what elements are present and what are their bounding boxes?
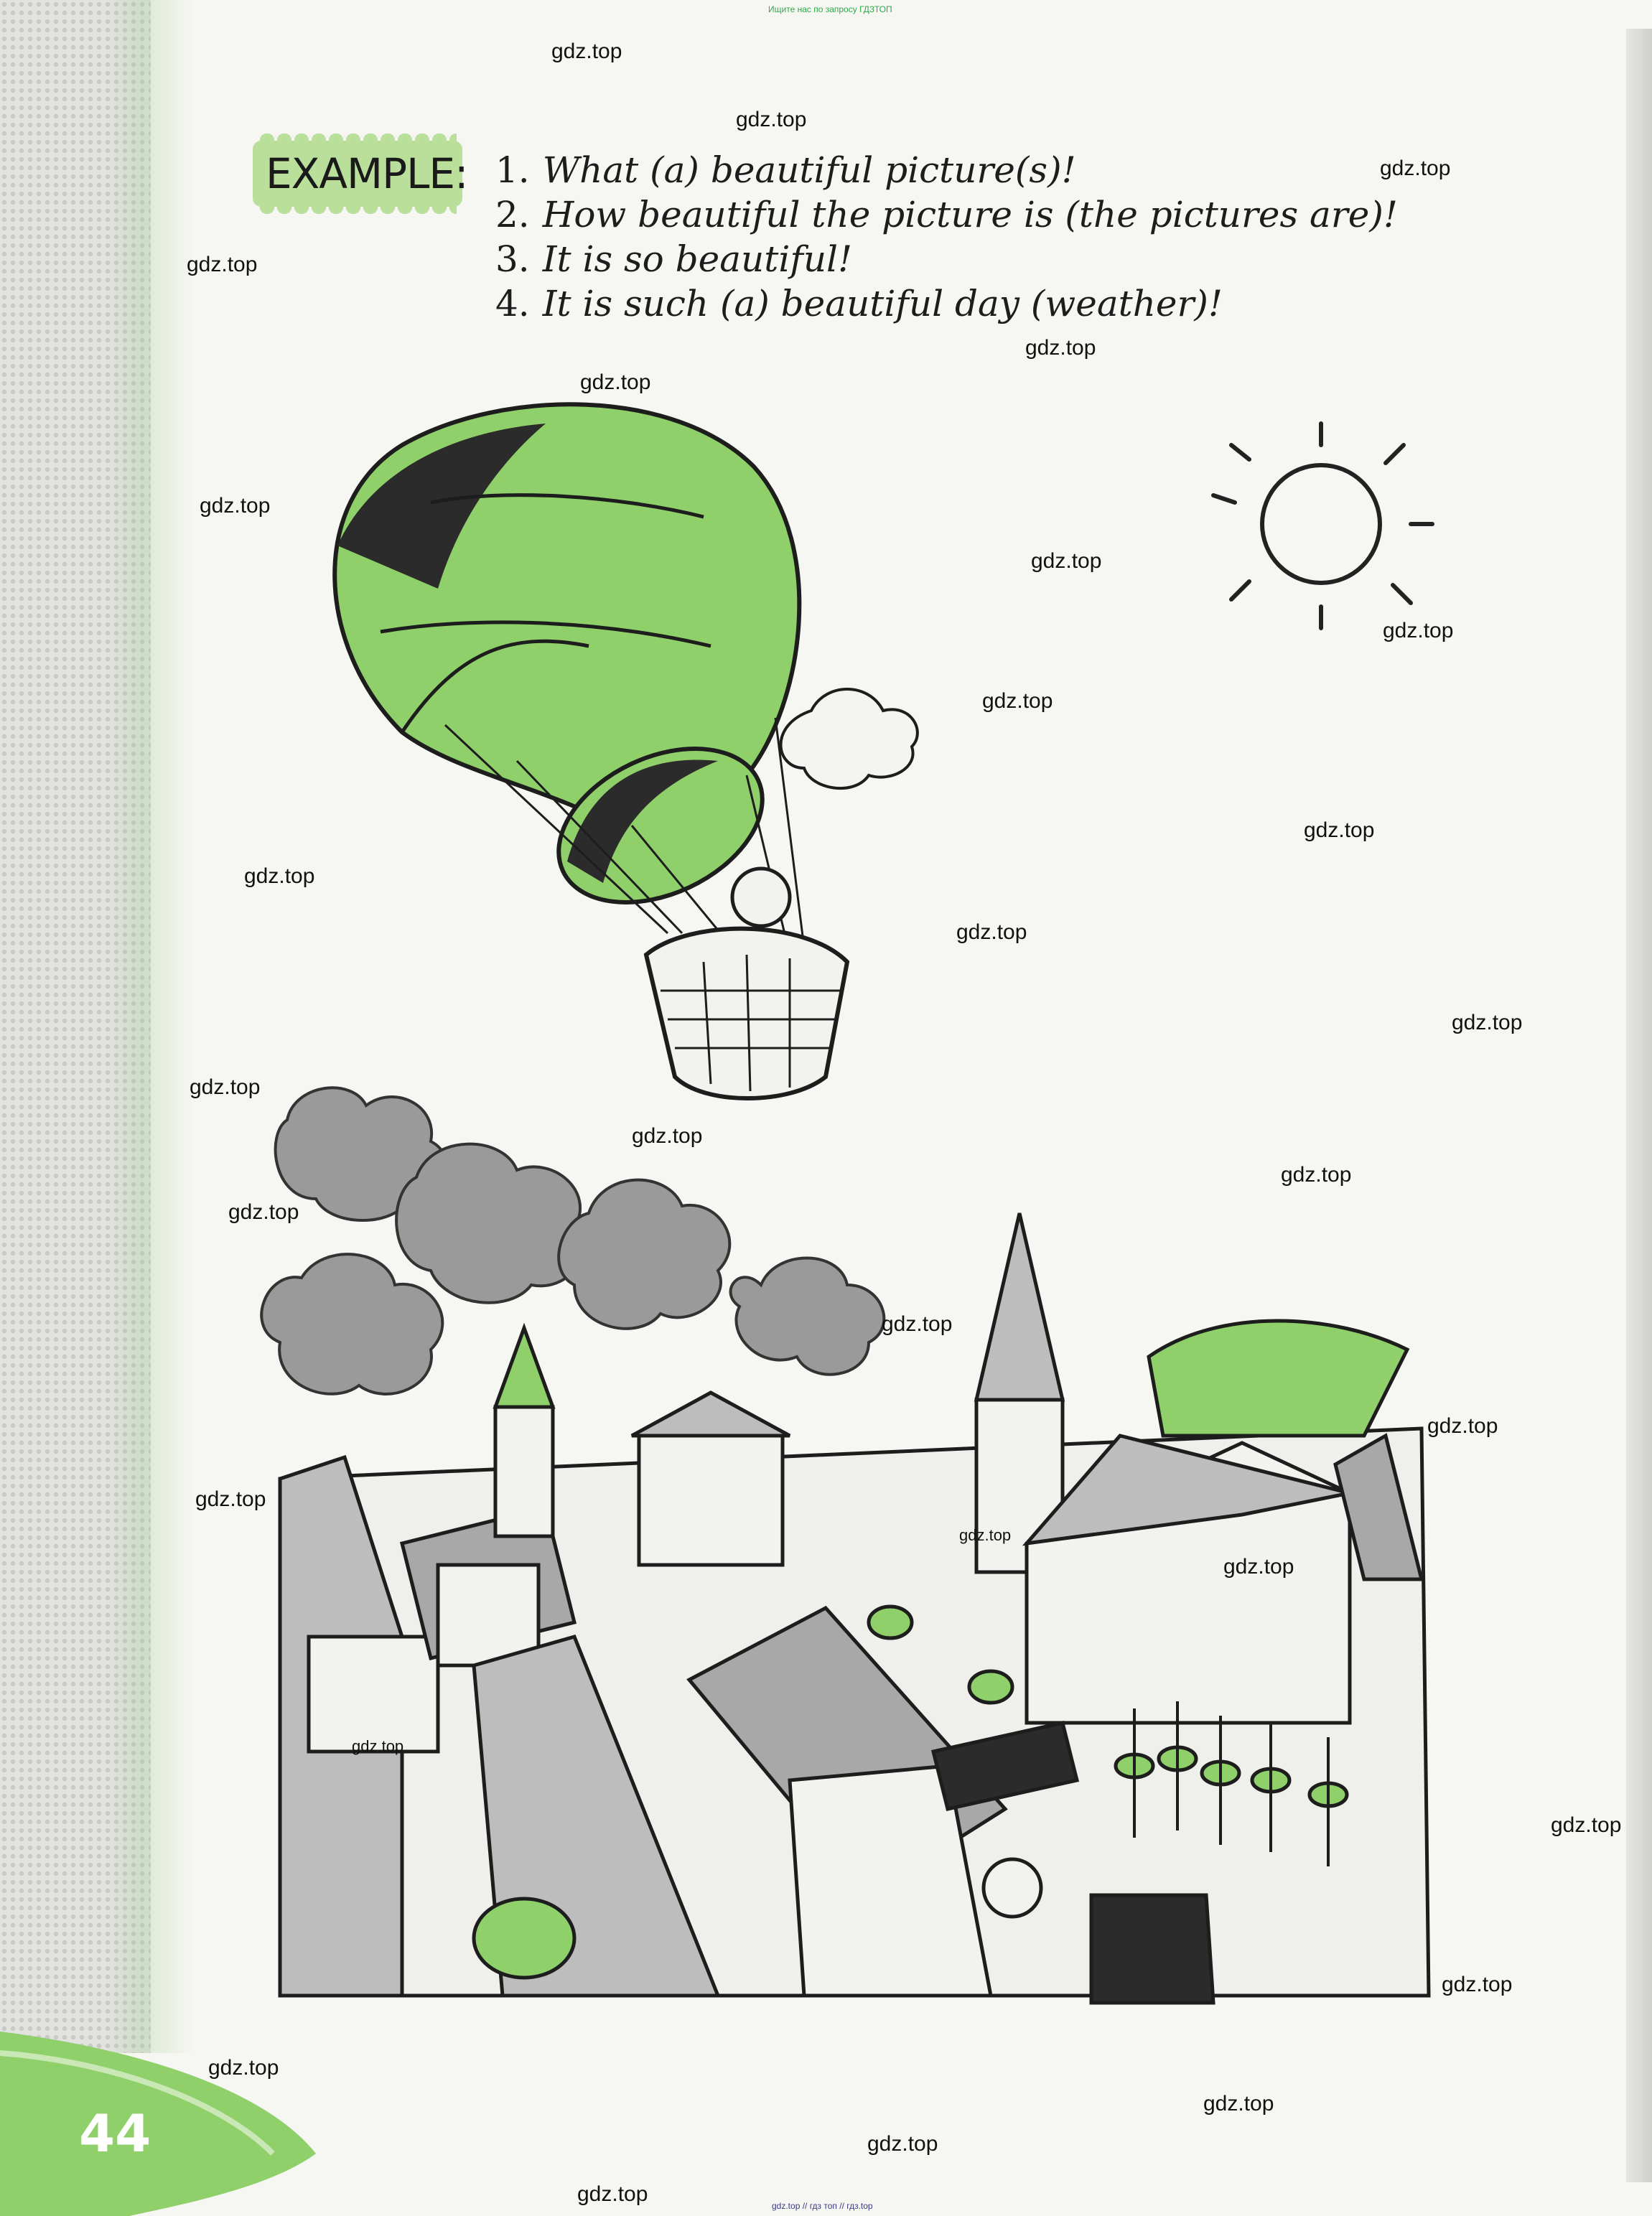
example-label: EXAMPLE: xyxy=(266,149,469,198)
watermark: gdz.top xyxy=(959,1526,1012,1544)
smoke-clouds-illustration xyxy=(260,1086,886,1395)
watermark: gdz.top xyxy=(1380,156,1451,180)
page-number: 44 xyxy=(79,2103,151,2164)
watermark: gdz.top xyxy=(632,1124,703,1148)
watermark: gdz.top xyxy=(195,1487,266,1511)
page-corner-tab xyxy=(0,2032,316,2216)
watermark: gdz.top xyxy=(577,2182,648,2206)
watermark: gdz.top xyxy=(1452,1011,1523,1034)
left-margin-pattern xyxy=(0,0,151,2053)
watermark: gdz.top xyxy=(1304,818,1375,842)
watermark: gdz.top xyxy=(551,39,622,63)
watermark: gdz.top xyxy=(352,1737,404,1755)
page-edge-shadow xyxy=(1626,29,1652,2182)
example-badge xyxy=(253,134,462,214)
footer-credit: gdz.top // гдз топ // гдз.top xyxy=(772,2201,873,2211)
watermark: gdz.top xyxy=(1031,549,1102,573)
watermark: gdz.top xyxy=(1551,1813,1622,1837)
watermark: gdz.top xyxy=(200,494,271,518)
example-line-2: 2.How beautiful the picture is (the pict… xyxy=(495,194,1398,235)
search-hint: Ищите нас по запросу ГДЗТОП xyxy=(768,4,892,14)
watermark: gdz.top xyxy=(736,108,807,131)
watermark: gdz.top xyxy=(244,864,315,888)
watermark: gdz.top xyxy=(1281,1163,1352,1187)
watermark: gdz.top xyxy=(1025,336,1096,360)
watermark: gdz.top xyxy=(882,1312,953,1336)
sun-icon xyxy=(1211,421,1434,630)
watermark: gdz.top xyxy=(867,2132,938,2156)
watermark: gdz.top xyxy=(190,1075,261,1099)
example-list: 1.What (a) beautiful picture(s)! 2.How b… xyxy=(495,148,1398,326)
watermark: gdz.top xyxy=(1442,1973,1513,1996)
left-margin-green-tint xyxy=(108,0,194,2053)
watermark: gdz.top xyxy=(1383,619,1454,642)
watermark: gdz.top xyxy=(580,370,651,394)
watermark: gdz.top xyxy=(187,253,258,276)
town-parade-illustration xyxy=(278,1212,1431,2005)
watermark: gdz.top xyxy=(1223,1555,1294,1579)
watermark: gdz.top xyxy=(228,1200,299,1224)
watermark: gdz.top xyxy=(1203,2092,1274,2116)
watermark: gdz.top xyxy=(208,2056,279,2080)
example-line-1: 1.What (a) beautiful picture(s)! xyxy=(495,149,1076,191)
hot-air-balloon-illustration xyxy=(332,402,919,1100)
watermark: gdz.top xyxy=(956,920,1027,944)
watermark: gdz.top xyxy=(982,689,1053,713)
watermark: gdz.top xyxy=(1427,1414,1498,1438)
example-line-4: 4.It is such (a) beautiful day (weather)… xyxy=(495,283,1223,324)
example-line-3: 3.It is so beautiful! xyxy=(495,238,853,280)
